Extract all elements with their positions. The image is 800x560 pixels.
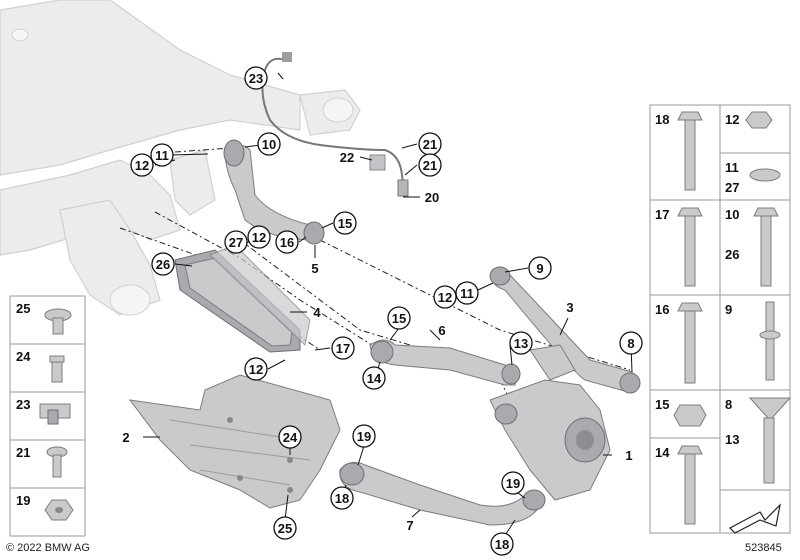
control-arm-6 <box>369 339 521 386</box>
callout-4: 4 <box>313 305 321 320</box>
rear-subframe-ghost <box>0 0 361 316</box>
left-label-25: 25 <box>16 301 30 316</box>
callout-21-b: 21 <box>423 158 437 173</box>
callout-21-a: 21 <box>423 137 437 152</box>
callout-27: 27 <box>229 235 243 250</box>
callout-26: 26 <box>156 257 170 272</box>
right-label-12: 12 <box>725 112 739 127</box>
callout-17: 17 <box>336 341 350 356</box>
right-label-13: 13 <box>725 432 739 447</box>
left-label-24: 24 <box>16 349 31 364</box>
right-label-16: 16 <box>655 302 669 317</box>
callout-7: 7 <box>406 518 413 533</box>
callout-12-d: 12 <box>438 290 452 305</box>
right-label-17: 17 <box>655 207 669 222</box>
callout-23: 23 <box>249 71 263 86</box>
lower-control-arm <box>339 461 546 526</box>
callout-12-a: 12 <box>135 158 149 173</box>
callout-5: 5 <box>311 261 318 276</box>
callout-8: 8 <box>627 336 634 351</box>
right-label-26: 26 <box>725 247 739 262</box>
callout-19-b: 19 <box>506 476 520 491</box>
underbody-panel <box>128 374 341 509</box>
callout-20: 20 <box>425 190 439 205</box>
right-label-8: 8 <box>725 397 732 412</box>
callout-10: 10 <box>262 137 276 152</box>
callout-15-b: 15 <box>392 311 406 326</box>
right-label-10: 10 <box>725 207 739 222</box>
copyright-text: © 2022 BMW AG <box>6 542 90 554</box>
right-fastener-panel: 18 12 11 27 17 10 26 16 9 15 8 13 14 <box>649 104 792 534</box>
left-label-23: 23 <box>16 397 30 412</box>
abs-sensor-cable <box>261 52 409 197</box>
right-label-9: 9 <box>725 302 732 317</box>
wheel-carrier <box>489 344 611 501</box>
callout-9: 9 <box>536 261 543 276</box>
callout-25: 25 <box>278 521 292 536</box>
right-label-27: 27 <box>725 180 739 195</box>
callout-24: 24 <box>283 430 298 445</box>
callout-12-c: 12 <box>249 362 263 377</box>
upper-control-arm <box>223 139 325 245</box>
callout-16: 16 <box>280 235 294 250</box>
callout-19-a: 19 <box>357 429 371 444</box>
callouts-main: 23 10 12 11 21 22 21 20 15 16 5 12 27 26… <box>122 66 643 556</box>
callout-11-a: 11 <box>155 148 169 163</box>
callout-14: 14 <box>367 371 382 386</box>
callout-18-a: 18 <box>335 491 349 506</box>
trailing-plate <box>174 244 311 353</box>
image-number: 523845 <box>745 542 782 554</box>
callout-13: 13 <box>514 336 528 351</box>
callout-15-a: 15 <box>338 216 352 231</box>
left-fastener-panel: 25 24 23 21 19 <box>9 295 86 537</box>
right-label-18: 18 <box>655 112 669 127</box>
right-label-15: 15 <box>655 397 669 412</box>
callout-2: 2 <box>122 430 129 445</box>
left-label-19: 19 <box>16 493 30 508</box>
right-label-14: 14 <box>655 445 670 460</box>
callout-3: 3 <box>566 300 573 315</box>
callout-1: 1 <box>625 448 632 463</box>
right-label-11: 11 <box>725 160 739 175</box>
callout-12-b: 12 <box>252 230 266 245</box>
callout-18-b: 18 <box>495 537 509 552</box>
left-label-21: 21 <box>16 445 30 460</box>
callout-22: 22 <box>340 150 354 165</box>
callout-6: 6 <box>438 323 445 338</box>
callout-11-b: 11 <box>460 286 474 301</box>
